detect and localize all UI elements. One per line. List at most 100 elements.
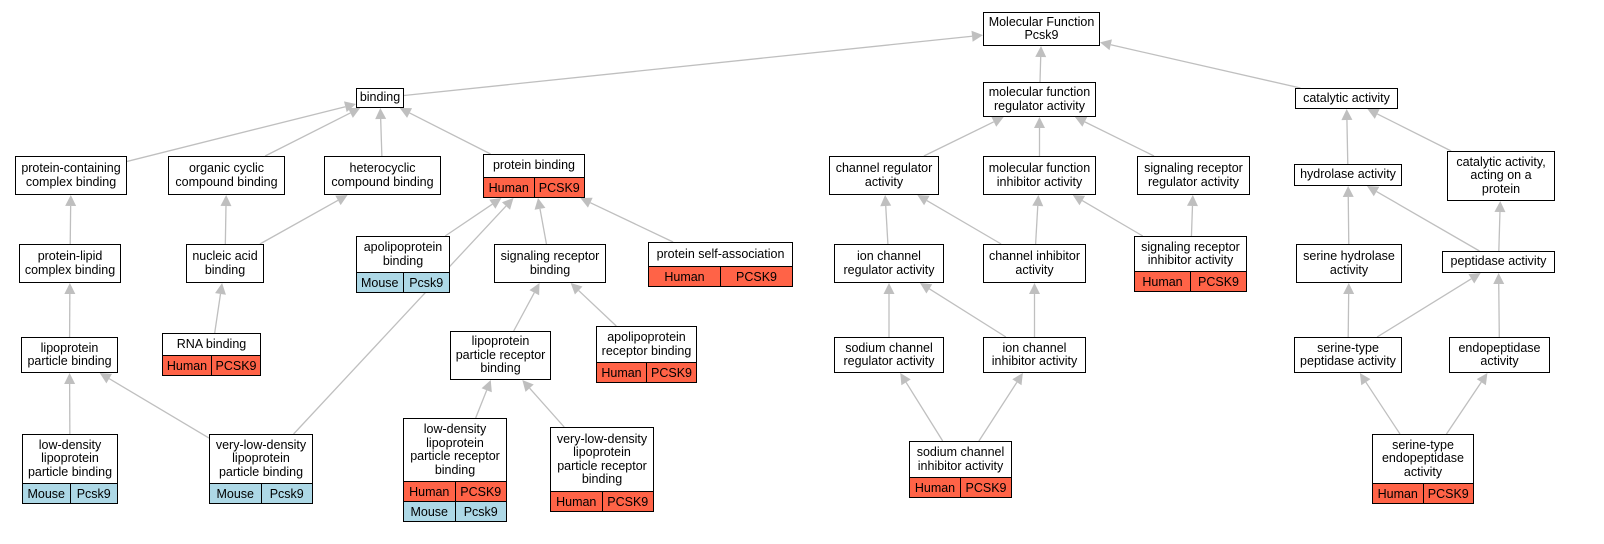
node-label-line: very-low-density xyxy=(215,437,307,452)
node-label-line: particle binding xyxy=(27,464,113,479)
edge-lprb-to-srb xyxy=(513,292,535,332)
node-label-line: inhibitor activity xyxy=(1147,253,1234,267)
go-term-node-pep[interactable]: peptidase activity xyxy=(1442,251,1555,273)
edge-ldlprb-to-lprb xyxy=(475,389,488,419)
node-label-line: regulator activity xyxy=(843,354,935,368)
node-label-line: molecular function xyxy=(988,85,1091,99)
edge-pep-to-cap xyxy=(1498,211,1501,252)
node-label: peptidase activity xyxy=(1443,252,1554,272)
node-label-line: lipoprotein xyxy=(573,445,631,459)
node-label: hydrolase activity xyxy=(1295,165,1401,185)
edge-nab-to-hccb xyxy=(259,199,339,245)
go-term-node-hyd[interactable]: hydrolase activity xyxy=(1294,164,1402,186)
edge-rnab-to-nab xyxy=(214,293,222,334)
arrowhead-icia-to-chia xyxy=(1029,283,1040,294)
node-label-line: protein xyxy=(1481,181,1521,196)
node-label-line: signaling receptor xyxy=(500,249,600,263)
arrowhead-cat-to-mf xyxy=(1100,39,1112,51)
arrowhead-rnab-to-nab xyxy=(215,283,226,295)
node-label-line: lipoprotein xyxy=(40,340,99,355)
species-cell: Mouse xyxy=(210,484,261,503)
node-label-line: lipoprotein xyxy=(471,334,530,349)
node-label-line: peptidase activity xyxy=(1300,354,1396,368)
go-term-node-cat[interactable]: catalytic activity xyxy=(1295,88,1398,109)
node-label-line: particle receptor xyxy=(557,458,647,473)
node-label-line: Pcsk9 xyxy=(1024,28,1059,42)
node-label-line: heterocyclic xyxy=(349,161,416,175)
node-label-line: channel inhibitor xyxy=(988,249,1081,263)
gene-cell: PCSK9 xyxy=(960,478,1011,497)
arrowhead-lpb-to-plcb xyxy=(64,283,76,295)
edge-pb-to-binding xyxy=(409,112,491,155)
node-label-line: catalytic activity, xyxy=(1456,154,1546,169)
node-label-line: ion channel xyxy=(1002,340,1067,355)
node-label-line: regulator activity xyxy=(993,98,1085,113)
edge-psa-to-pb xyxy=(590,202,674,243)
node-label-line: activity xyxy=(864,174,904,189)
edge-pccb-to-binding xyxy=(126,106,346,163)
arrowhead-vldlpb-to-lpb xyxy=(99,373,113,384)
node-label-line: protein-containing xyxy=(21,161,121,175)
edge-stpa-to-pep xyxy=(1376,278,1472,338)
gene-cell: PCSK9 xyxy=(454,482,506,501)
gene-cell: Pcsk9 xyxy=(69,484,117,503)
go-term-node-binding[interactable]: binding xyxy=(356,88,404,108)
arrowhead-hyd-to-cat xyxy=(1341,109,1353,121)
node-label-line: particle receptor xyxy=(410,449,500,463)
node-label-line: compound binding xyxy=(175,174,278,189)
node-label-line: acting on a xyxy=(1470,168,1532,183)
gene-cell: Pcsk9 xyxy=(260,484,312,503)
node-label-line: activity xyxy=(1480,354,1519,368)
gene-cell: PCSK9 xyxy=(720,267,792,286)
node-label-line: binding xyxy=(434,462,476,477)
